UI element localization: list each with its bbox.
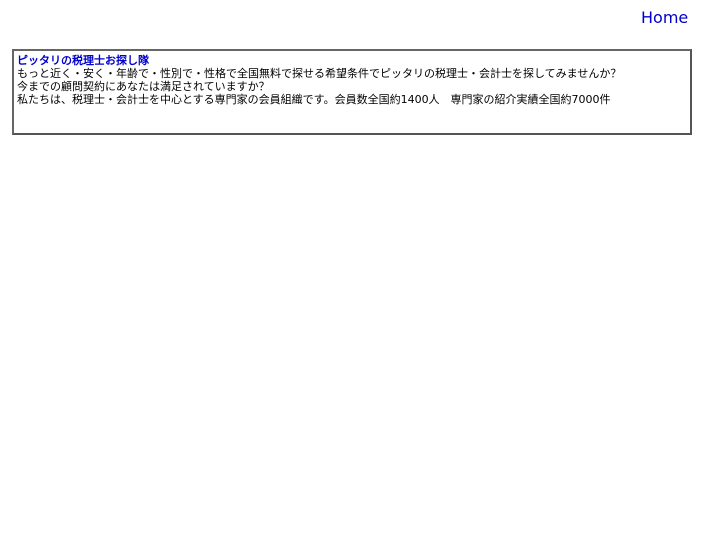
intro-text-line-3: 私たちは、税理士・会計士を中心とする専門家の会員組織です。会員数全国約1400人… <box>17 93 611 106</box>
intro-panel: ピッタリの税理士お探し隊 もっと近く・安く・年齢で・性別で・性格で全国無料で探せ… <box>12 49 692 135</box>
intro-text-line-1: もっと近く・安く・年齢で・性別で・性格で全国無料で探せる希望条件でピッタリの税理… <box>17 67 622 80</box>
intro-text-line-2: 今までの顧問契約にあなたは満足されていますか？ <box>17 80 270 93</box>
intro-panel-content: ピッタリの税理士お探し隊 もっと近く・安く・年齢で・性別で・性格で全国無料で探せ… <box>14 51 690 106</box>
intro-title: ピッタリの税理士お探し隊 <box>17 54 149 67</box>
home-link[interactable]: Home <box>641 8 689 27</box>
